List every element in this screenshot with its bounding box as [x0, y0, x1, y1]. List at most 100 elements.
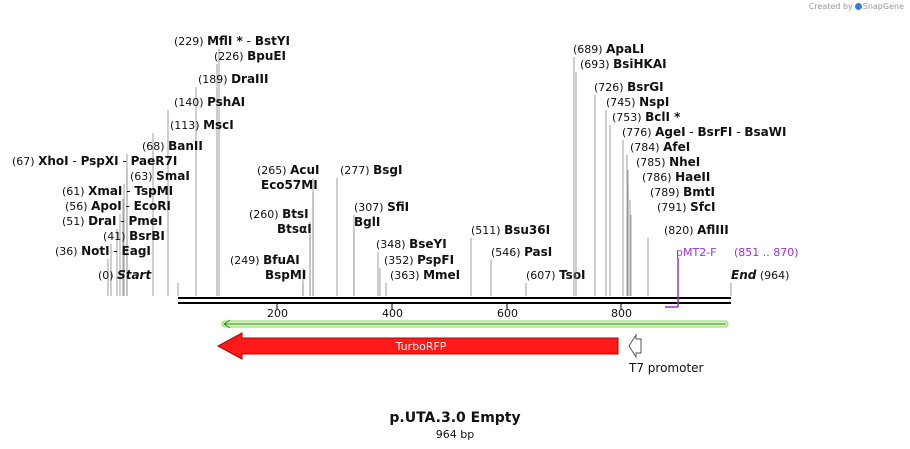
site-label-apoi: (56) ApoI - EcoRI: [65, 199, 171, 213]
site-label-bcli: (753) BclI *: [612, 110, 681, 124]
site-apali: (689) ApaLI: [573, 42, 644, 296]
enzyme-name: SmaI: [156, 169, 190, 183]
site-position: (67): [12, 155, 38, 168]
site-position: (546): [491, 246, 524, 259]
site-position: (189): [198, 73, 231, 86]
enzyme-name: PspFI: [417, 253, 454, 267]
site-bspmi: BspMI: [265, 268, 306, 296]
site-label-pasi: (546) PasI: [491, 245, 552, 259]
site-label-bfuai: (249) BfuAI: [230, 253, 300, 267]
site-bsu36i: (511) Bsu36I: [470, 223, 550, 296]
enzyme-name: AflIII: [697, 223, 729, 237]
enzyme-name: Bsu36I: [504, 223, 550, 237]
enzyme-name: XhoI: [38, 154, 69, 168]
site-position: (113): [170, 119, 203, 132]
enzyme-name: TsoI: [559, 268, 585, 282]
enzyme-name: BtsI: [282, 207, 309, 221]
site-label-xhoi: (67) XhoI - PspXI - PaeR7I: [12, 154, 177, 168]
promoter-label-t7: T7 promoter: [628, 361, 704, 375]
primer-label: pMT2-F: [676, 246, 717, 259]
site-label-bts-i: BtsαI: [277, 222, 312, 236]
primer-range: (851 .. 870): [734, 246, 799, 259]
site-label-mfli: (229) MflI * - BstYI: [174, 34, 290, 48]
enzyme-name: End: [731, 268, 757, 282]
site-btsi: (260) BtsI: [249, 207, 311, 296]
enzyme-name: AcuI: [290, 163, 319, 177]
site-position: (140): [174, 96, 207, 109]
enzyme-name: SfiI: [387, 200, 409, 214]
site-haeii: (786) HaeII: [627, 170, 710, 296]
site-start: (0) Start: [98, 268, 179, 296]
primer-binding-arrowhead: [223, 319, 231, 329]
site-label-sfii: (307) SfiI: [354, 200, 409, 214]
enzyme-name: AgeI: [655, 125, 685, 139]
enzyme-name: BspMI: [265, 268, 306, 282]
site-position: (726): [594, 81, 627, 94]
enzyme-name: BsrGI: [627, 80, 664, 94]
site-bpuei: (226) BpuEI: [214, 49, 286, 296]
site-bseyi: (348) BseYI: [376, 237, 447, 296]
site-agei: (776) AgeI - BsrFI - BsaWI: [622, 125, 786, 296]
enzyme-name: NspI: [639, 95, 669, 109]
site-position: (352): [384, 254, 417, 267]
enzyme-name: Eco57MI: [261, 178, 318, 192]
site-label-draiii: (189) DraIII: [198, 72, 268, 86]
site-label-agei: (776) AgeI - BsrFI - BsaWI: [622, 125, 786, 139]
site-nspi: (745) NspI: [605, 95, 669, 296]
enzyme-name: BfuAI: [263, 253, 300, 267]
site-end: End (964): [730, 268, 789, 296]
site-position: (56): [65, 200, 91, 213]
site-position: (786): [642, 171, 675, 184]
site-position: (689): [573, 43, 606, 56]
site-position: (363): [390, 269, 423, 282]
site-bsrgi: (726) BsrGI: [594, 80, 664, 296]
site-msci: (113) MscI: [152, 118, 234, 296]
enzyme-name: BstYI: [255, 34, 290, 48]
site-label-bseyi: (348) BseYI: [376, 237, 447, 251]
site-label-afliii: (820) AflIII: [664, 223, 729, 237]
ruler-tick-label: 200: [267, 307, 288, 320]
enzyme-name: SfcI: [690, 200, 715, 214]
enzyme-name: BclI *: [645, 110, 681, 124]
site-pasi: (546) PasI: [490, 245, 552, 296]
site-label-noti: (36) NotI - EagI: [55, 244, 151, 258]
site-draiii: (189) DraIII: [195, 72, 268, 296]
site-position: (229): [174, 35, 207, 48]
site-label-bsu36i: (511) Bsu36I: [471, 223, 550, 237]
site-position: (226): [214, 50, 247, 63]
site-position: (63): [130, 170, 156, 183]
enzyme-name: BsrFI: [698, 125, 733, 139]
site-label-sfci: (791) SfcI: [657, 200, 716, 214]
site-sfci: (791) SfcI: [630, 200, 716, 296]
site-label-banii: (68) BanII: [142, 139, 203, 153]
site-position: (784): [630, 141, 663, 154]
enzyme-name: MmeI: [423, 268, 460, 282]
site-position: (260): [249, 208, 282, 221]
site-label-haeii: (786) HaeII: [642, 170, 710, 184]
site-position: (607): [526, 269, 559, 282]
ruler-tick-label: 800: [611, 307, 632, 320]
site-position: (753): [612, 111, 645, 124]
site-position: (61): [62, 185, 88, 198]
site-noti: (36) NotI - EagI: [55, 244, 151, 296]
enzyme-name: BseYI: [409, 237, 447, 251]
site-position: (791): [657, 201, 690, 214]
site-label-bsrgi: (726) BsrGI: [594, 80, 664, 94]
orf-arrow-turborfp: [216, 332, 619, 360]
enzyme-name: ApoI: [91, 199, 122, 213]
enzyme-name: BmtI: [683, 185, 715, 199]
site-position: (693): [580, 58, 613, 71]
site-eco57mi: Eco57MI: [261, 178, 318, 296]
site-label-bpuei: (226) BpuEI: [214, 49, 286, 63]
site-acui: (265) AcuI: [257, 163, 320, 296]
enzyme-name: EcoRI: [134, 199, 171, 213]
site-position: (277): [340, 164, 373, 177]
enzyme-name: NheI: [669, 155, 700, 169]
orf-label-turborfp: TurboRFP: [395, 340, 447, 353]
site-bcli: (753) BclI *: [609, 110, 681, 296]
site-position: (307): [354, 201, 387, 214]
site-smai: (63) SmaI: [123, 169, 190, 296]
site-position: (789): [650, 186, 683, 199]
